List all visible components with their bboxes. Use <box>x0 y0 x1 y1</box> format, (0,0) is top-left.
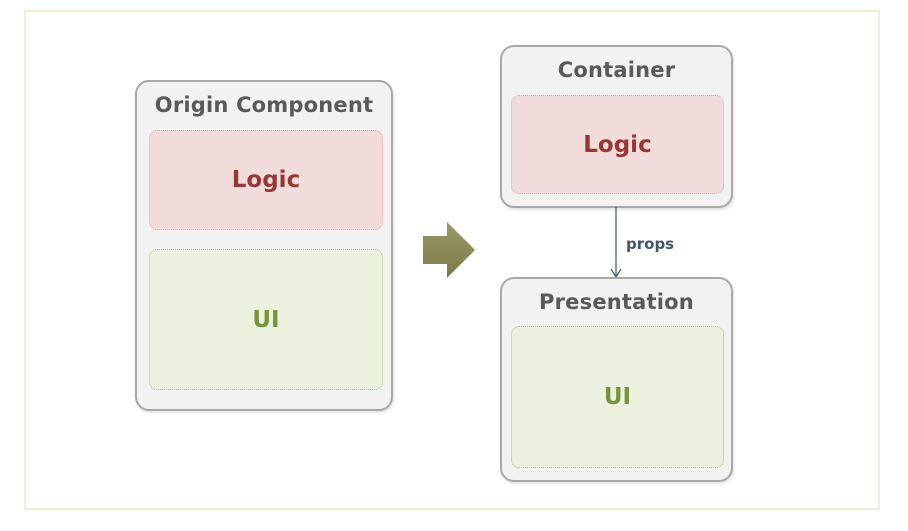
presentation-title: Presentation <box>539 290 694 314</box>
origin-ui-box: UI <box>149 249 383 390</box>
props-connector-arrow-icon <box>610 207 622 279</box>
container-card: Container Logic <box>500 45 733 208</box>
origin-logic-box: Logic <box>149 130 383 230</box>
origin-ui-label: UI <box>252 306 280 333</box>
presentation-ui-label: UI <box>603 384 632 410</box>
props-label: props <box>626 235 675 253</box>
origin-component-card: Origin Component Logic UI <box>135 80 393 411</box>
origin-logic-label: Logic <box>231 167 301 193</box>
presentation-ui-box: UI <box>511 326 724 468</box>
presentation-card: Presentation UI <box>500 277 733 482</box>
container-logic-box: Logic <box>511 95 724 194</box>
container-logic-label: Logic <box>583 131 652 158</box>
transform-arrow-icon <box>423 222 475 278</box>
origin-component-title: Origin Component <box>154 93 374 117</box>
container-title: Container <box>557 58 676 82</box>
